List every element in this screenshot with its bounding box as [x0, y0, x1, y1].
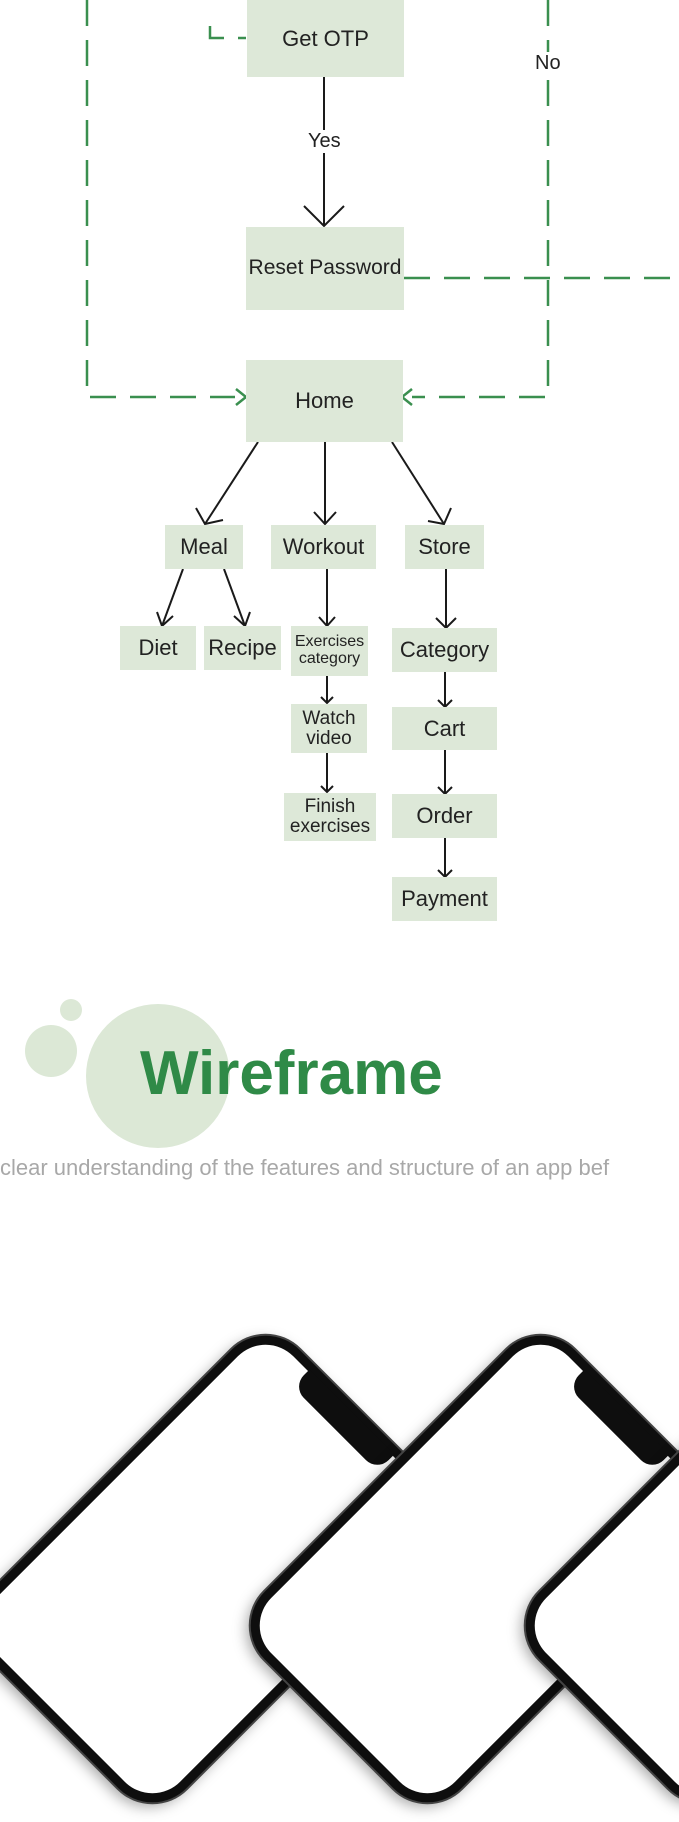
node-finish-exercises-line2: exercises — [289, 816, 371, 837]
decor-circle-medium — [25, 1025, 77, 1077]
node-meal: Meal — [165, 525, 243, 569]
arrow-meal-recipe — [223, 568, 246, 627]
node-store: Store — [405, 525, 484, 569]
node-finish-exercises-line1: Finish — [304, 796, 356, 818]
node-workout: Workout — [271, 525, 376, 569]
node-watch-video-line2: video — [306, 727, 352, 749]
decor-circle-large — [86, 1004, 230, 1148]
node-home: Home — [246, 360, 403, 442]
decor-circle-small — [60, 999, 82, 1021]
node-exercises-category-line1: Exercises — [294, 633, 365, 651]
node-cart: Cart — [392, 707, 497, 750]
node-reset-password: Reset Password — [246, 227, 404, 310]
arrowhead-home-right — [399, 388, 413, 406]
arrowhead-exercises-watch — [320, 696, 334, 705]
arrowhead-home-store — [427, 507, 452, 526]
edge-label-yes: Yes — [306, 130, 343, 153]
edge-label-no: No — [533, 52, 563, 75]
section-subtitle: clear understanding of the features and … — [0, 1155, 610, 1180]
node-recipe: Recipe — [204, 626, 281, 670]
dashed-left-loop — [85, 0, 235, 399]
section-title: Wireframe — [140, 1039, 443, 1108]
arrow-meal-diet — [161, 568, 184, 627]
node-get-otp: Get OTP — [247, 0, 404, 77]
node-order: Order — [392, 794, 497, 838]
node-exercises-category: Exercises category — [291, 626, 368, 676]
node-exercises-category-line2: category — [298, 650, 361, 667]
arrowhead-home-left — [235, 388, 249, 406]
node-watch-video-line1: Watch — [302, 707, 356, 729]
arrowhead-otp-reset — [303, 205, 345, 228]
arrow-home-meal — [204, 441, 259, 525]
node-payment: Payment — [392, 877, 497, 921]
dashed-otp-stub — [208, 26, 246, 40]
node-watch-video: Watch video — [291, 704, 367, 753]
arrowhead-home-workout — [313, 511, 337, 526]
node-diet: Diet — [120, 626, 196, 670]
node-finish-exercises: Finish exercises — [284, 793, 376, 841]
arrowhead-watch-finish — [320, 785, 334, 794]
dashed-right-loop — [412, 0, 550, 399]
arrowhead-home-meal — [195, 507, 224, 526]
arrow-home-store — [391, 441, 445, 525]
node-category: Category — [392, 628, 497, 672]
